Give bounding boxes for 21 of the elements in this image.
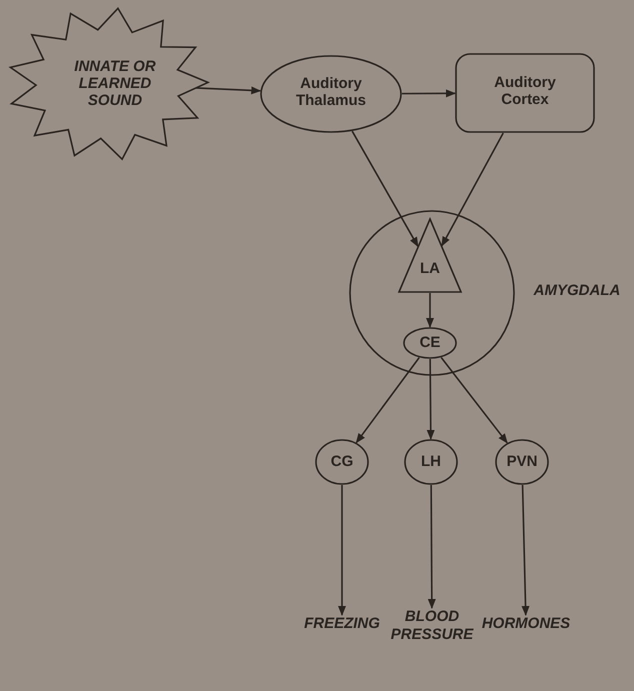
arrow bbox=[196, 86, 262, 94]
arrow bbox=[402, 89, 456, 98]
arrow bbox=[522, 484, 530, 616]
arrow bbox=[426, 293, 434, 328]
node-label: LA bbox=[419, 260, 441, 277]
arrow bbox=[352, 130, 419, 248]
node-label: CG bbox=[330, 453, 354, 470]
arrow bbox=[441, 132, 504, 247]
node-label: Auditory Cortex bbox=[493, 74, 557, 108]
node-label: PVN bbox=[506, 453, 538, 470]
arrow bbox=[426, 358, 435, 440]
node-label: CE bbox=[418, 334, 442, 351]
node-label: LH bbox=[420, 453, 442, 470]
arrow bbox=[440, 357, 508, 444]
node-label: INNATE OR LEARNED SOUND bbox=[73, 58, 157, 109]
arrow bbox=[356, 357, 420, 444]
arrow bbox=[428, 484, 436, 609]
node-label: Auditory Thalamus bbox=[294, 75, 368, 109]
arrow bbox=[338, 485, 346, 616]
output-label: BLOOD PRESSURE bbox=[384, 608, 480, 646]
region-label: AMYGDALA bbox=[532, 282, 622, 299]
